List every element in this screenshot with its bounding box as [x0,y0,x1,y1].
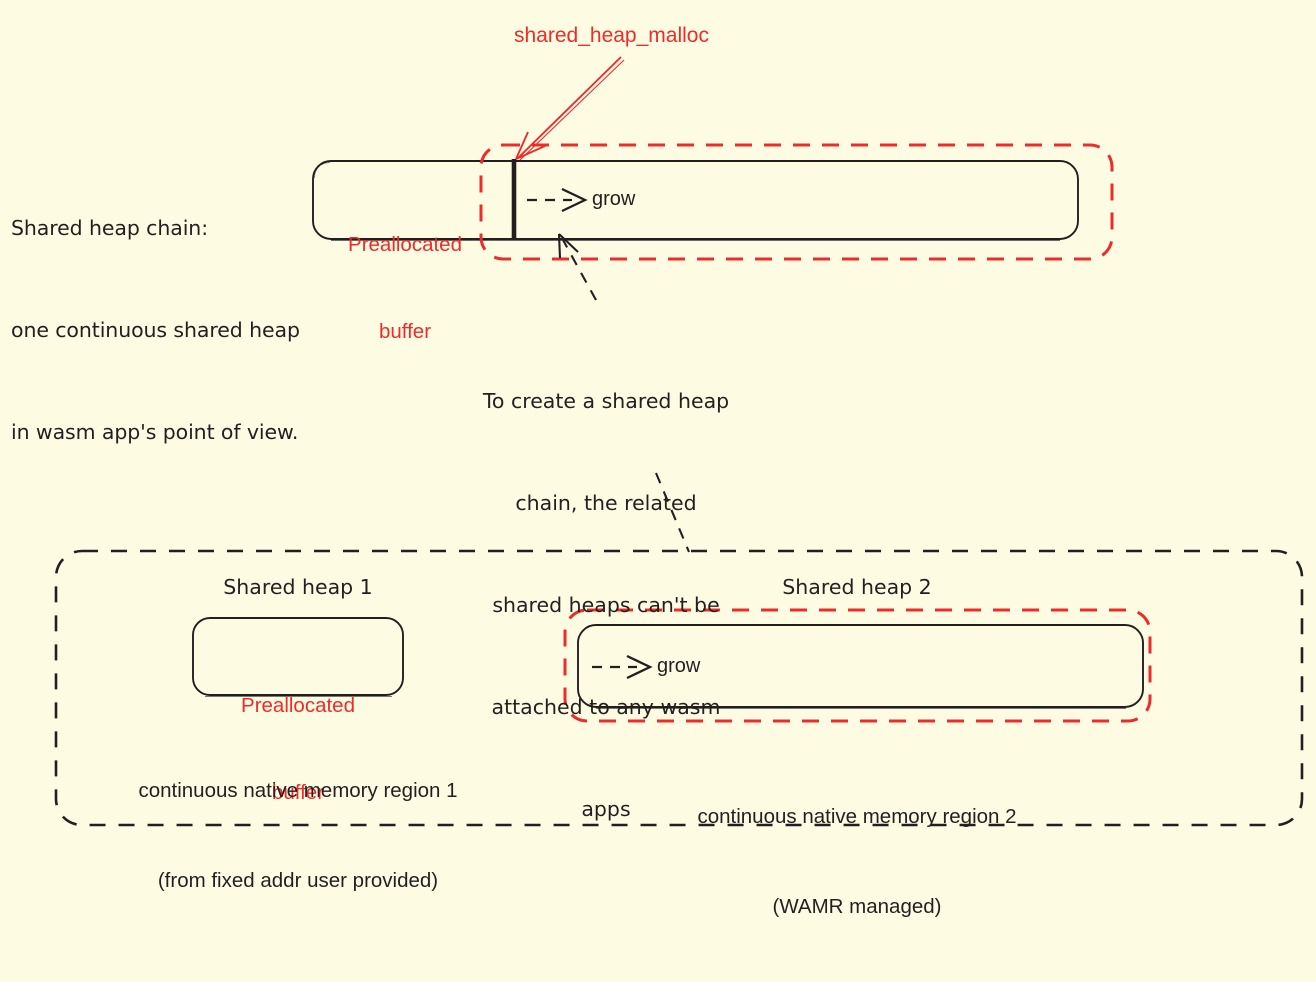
constraint-note-line-3: shared heaps can't be [492,593,720,617]
bottom-preallocated-line-1: Preallocated [241,694,355,717]
chain-note-line-1: Shared heap chain: [11,216,209,240]
region-2-caption-line-2: (WAMR managed) [772,895,942,918]
region-1-caption: continuous native memory region 1 (from … [78,716,518,956]
region-1-caption-line-2: (from fixed addr user provided) [157,869,439,892]
region-1-caption-line-1: continuous native memory region 1 [138,779,458,802]
grow-arrow-top [527,187,588,213]
chain-note-line-3: in wasm app's point of view. [11,420,299,444]
shared-heap-2-title: Shared heap 2 [782,575,932,599]
region-2-caption: continuous native memory region 2 (WAMR … [637,742,1077,982]
bottom-preallocated-line-2: buffer [271,781,325,804]
top-red-dashed-region [479,143,1114,261]
diagram-canvas: shared_heap_malloc Shared heap chain: on… [11,24,1304,918]
shared-heap-1-box-label: Preallocated buffer [193,633,403,865]
constraint-note-line-2: chain, the related [515,491,697,515]
top-grow-label: grow [592,188,636,210]
shared-heap-malloc-arrow [515,56,625,161]
constraint-note-line-5: apps [581,797,631,821]
constraint-note-line-1: To create a shared heap [482,389,730,413]
chain-note-line-2: one continuous shared heap [11,318,300,342]
shared-heap-1-title: Shared heap 1 [223,575,373,599]
shared-heap-malloc-label: shared_heap_malloc [514,24,709,47]
constraint-leader-upper [557,233,597,301]
shared-heap-chain-note: Shared heap chain: one continuous shared… [11,143,300,517]
top-preallocated-line-1: Preallocated [348,233,462,256]
constraint-note-line-4: attached to any wasm [491,695,721,719]
region-2-caption-line-1: continuous native memory region 2 [697,805,1017,828]
chain-constraint-note: To create a shared heap chain, the relat… [472,316,740,894]
top-preallocated-buffer-label: Preallocated buffer [330,172,480,404]
top-preallocated-line-2: buffer [378,320,432,343]
shared-heap-2-grow-label: grow [657,655,701,677]
